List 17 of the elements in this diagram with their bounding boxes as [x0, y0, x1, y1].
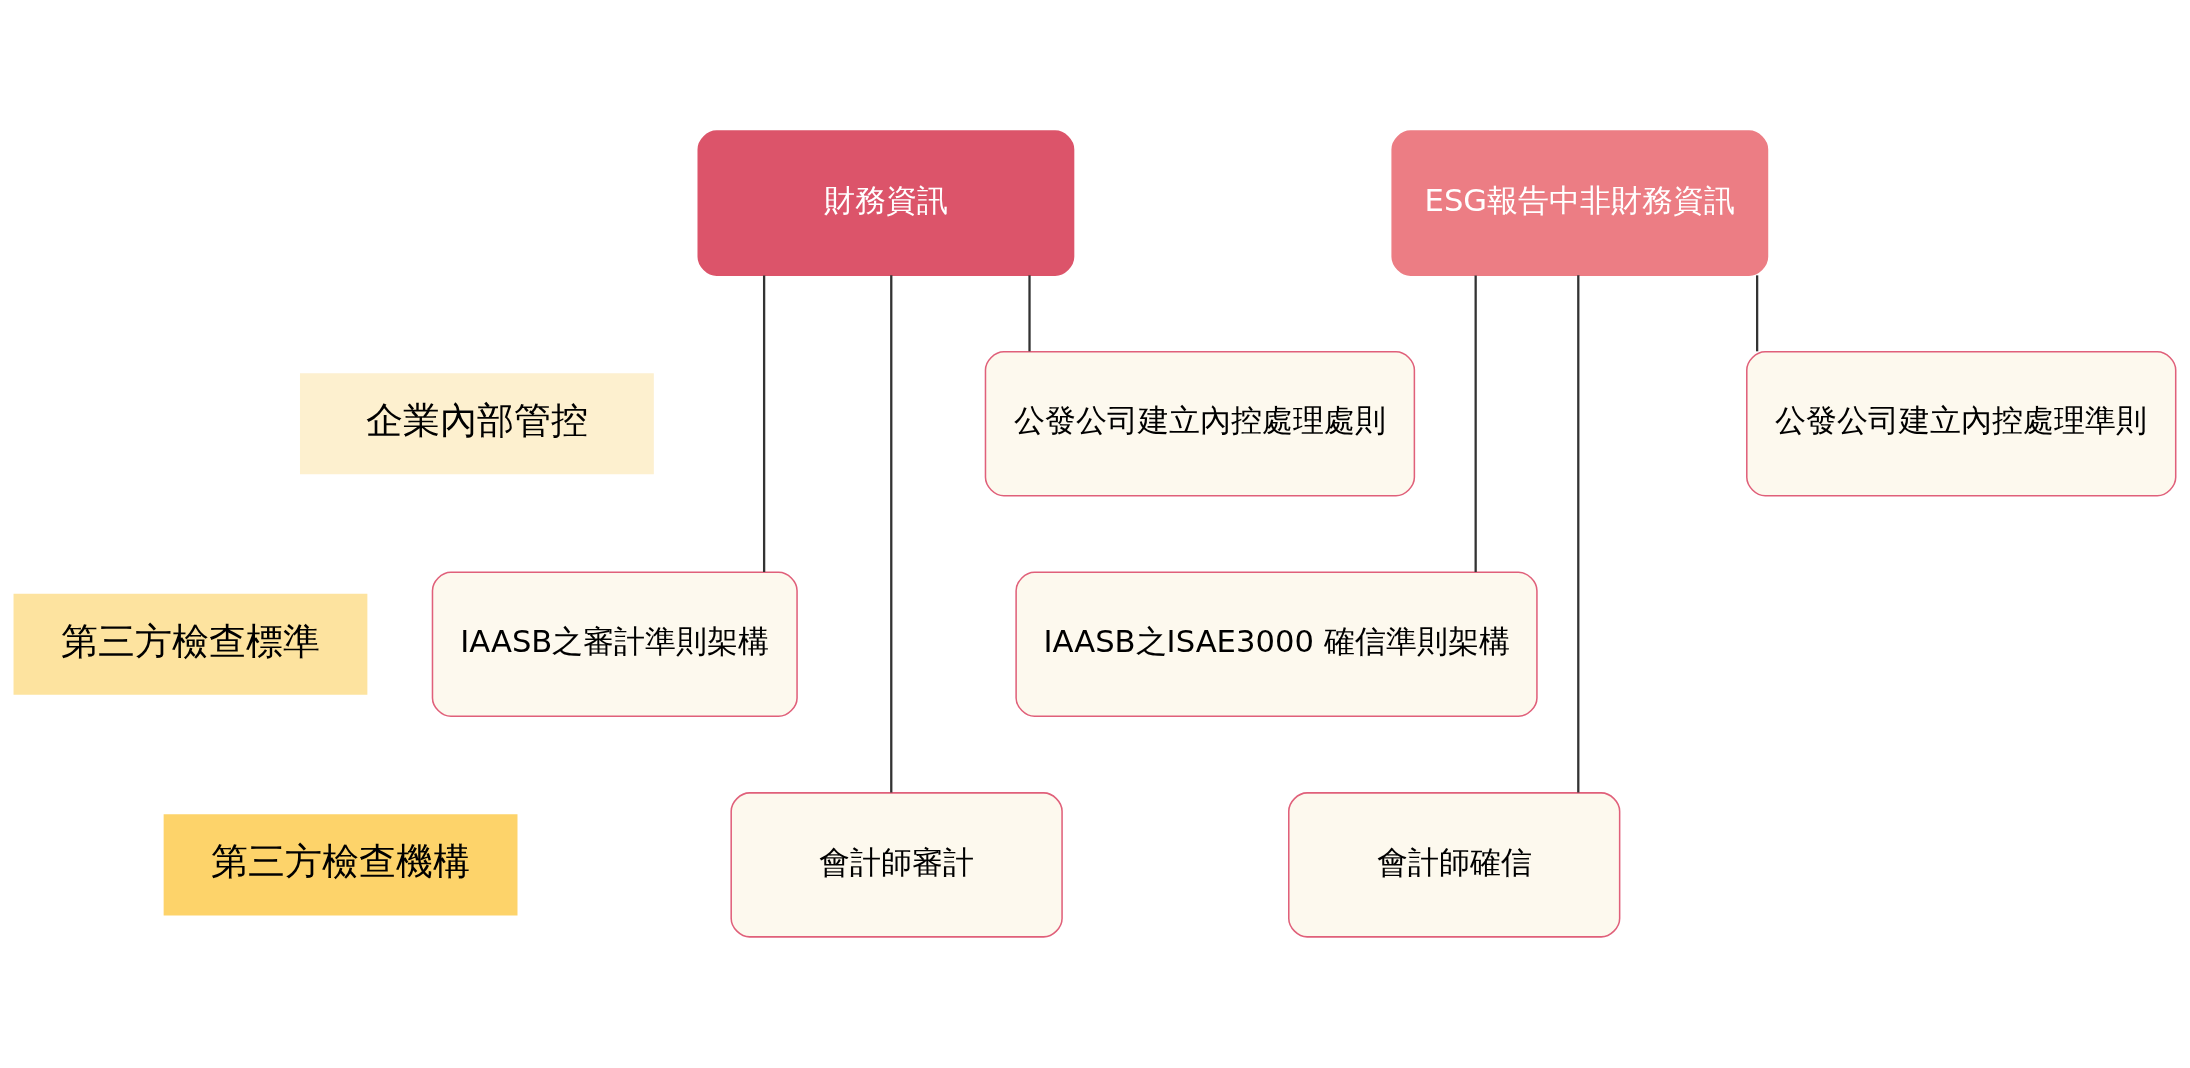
node-box: ESG報告中非財務資訊	[1391, 130, 1769, 276]
connector	[1474, 275, 1477, 572]
connector	[890, 275, 893, 793]
node-box: 第三方檢查機構	[163, 814, 518, 916]
node-box: 公發公司建立內控處理處則	[984, 350, 1416, 497]
node-box: IAASB之審計準則架構	[431, 571, 798, 718]
node-box: 公發公司建立內控處理準則	[1746, 350, 2177, 497]
node-box: 財務資訊	[697, 130, 1075, 276]
connector	[1756, 275, 1759, 352]
node-box: 會計師審計	[730, 792, 1063, 938]
connector	[1577, 275, 1580, 793]
node-box: IAASB之ISAE3000 確信準則架構	[1015, 571, 1538, 718]
node-box: 會計師確信	[1288, 792, 1621, 938]
node-box: 第三方檢查標準	[13, 593, 368, 695]
connector	[1028, 275, 1031, 352]
node-box: 企業內部管控	[299, 373, 654, 475]
connector	[762, 275, 766, 572]
